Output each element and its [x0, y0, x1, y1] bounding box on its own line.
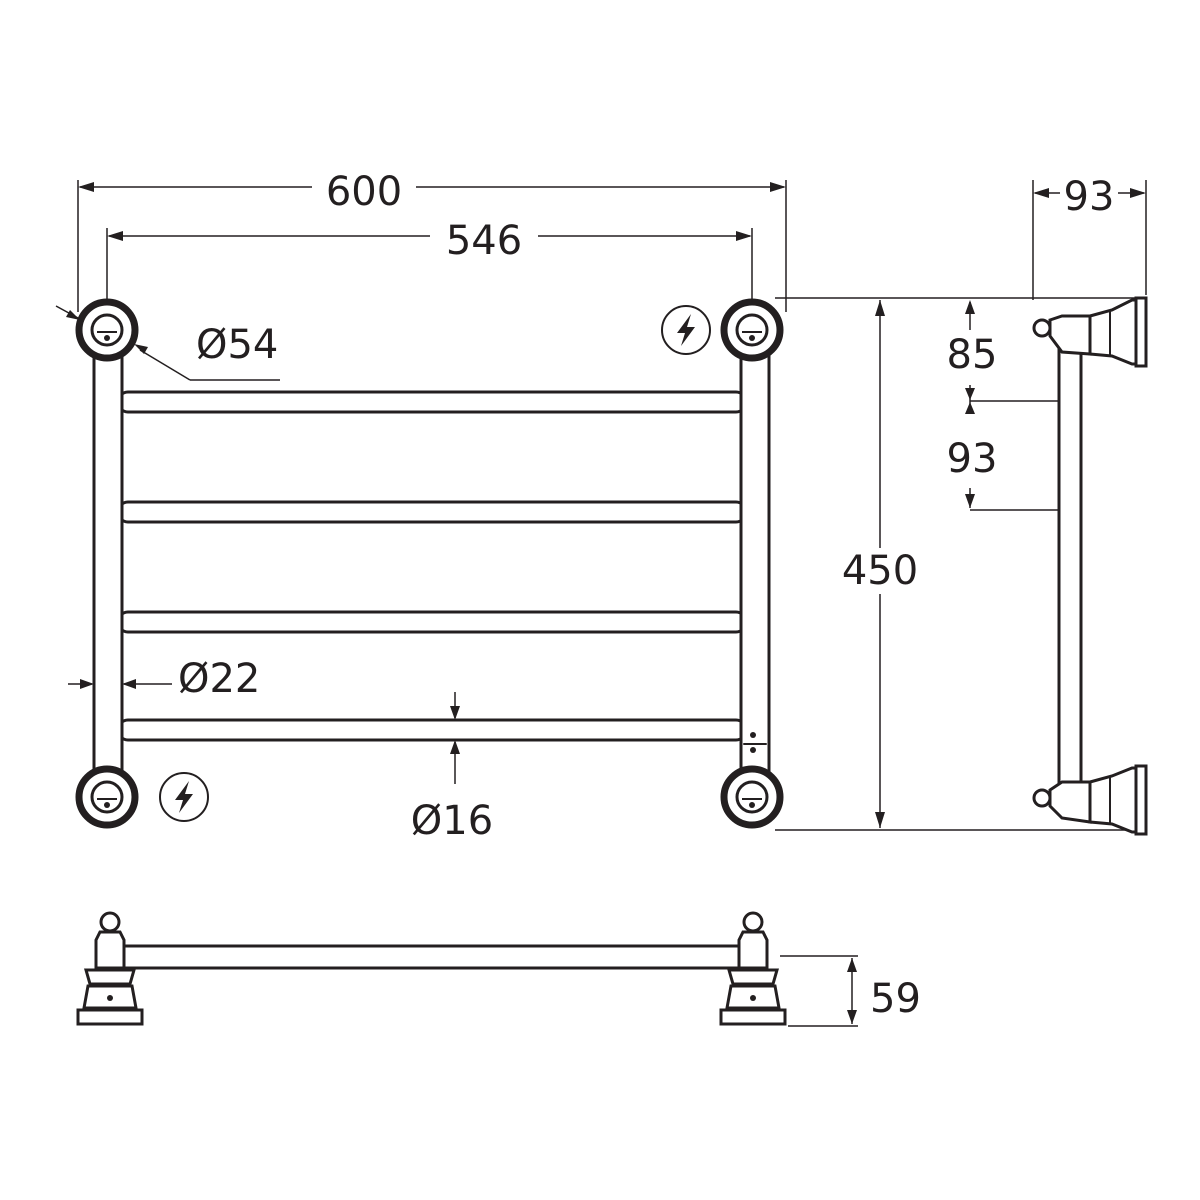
overall-height-label: 450	[842, 548, 918, 594]
dimension-upright-diameter: Ø22	[68, 656, 260, 702]
electric-icon	[159, 772, 209, 822]
left-upright	[92, 348, 124, 777]
side-bracket-top	[1032, 296, 1148, 368]
dimension-450: 450	[775, 297, 1140, 831]
bracket-top-right	[724, 302, 780, 358]
rail-pitch-label: 93	[947, 436, 998, 482]
rail-diameter-label: Ø16	[411, 798, 493, 844]
dimension-rail-spacing: 85 93	[947, 300, 1060, 511]
dimension-projection: 93	[1032, 174, 1147, 300]
base-height-label: 59	[870, 976, 921, 1022]
dimension-base-height: 59	[780, 955, 921, 1027]
top-to-first-rail-label: 85	[947, 332, 998, 378]
side-upright	[1057, 338, 1083, 802]
electric-icon	[661, 305, 711, 355]
projection-label: 93	[1064, 174, 1115, 220]
dimension-rail-diameter: Ø16	[411, 692, 493, 844]
fixing-centres-label: 546	[446, 218, 522, 264]
overall-width-label: 600	[326, 169, 402, 215]
bracket-bottom-right	[724, 769, 780, 825]
dimension-546: 546	[106, 218, 753, 305]
right-upright	[739, 348, 771, 777]
side-bracket-bottom	[1032, 764, 1148, 836]
bracket-bottom-left	[79, 769, 135, 825]
front-view	[79, 302, 780, 825]
top-bracket-right	[719, 911, 787, 1026]
bracket-diameter-label: Ø54	[196, 322, 278, 368]
dimension-600: 600	[77, 169, 787, 312]
bracket-top-left	[79, 302, 135, 358]
side-view: 93	[1032, 174, 1148, 836]
heating-element-terminal	[743, 732, 767, 753]
upright-diameter-label: Ø22	[178, 656, 260, 702]
dimension-bracket-diameter: Ø54	[55, 305, 280, 381]
top-bracket-left	[76, 911, 144, 1026]
top-rail	[120, 944, 744, 970]
top-view: 59	[76, 911, 921, 1027]
